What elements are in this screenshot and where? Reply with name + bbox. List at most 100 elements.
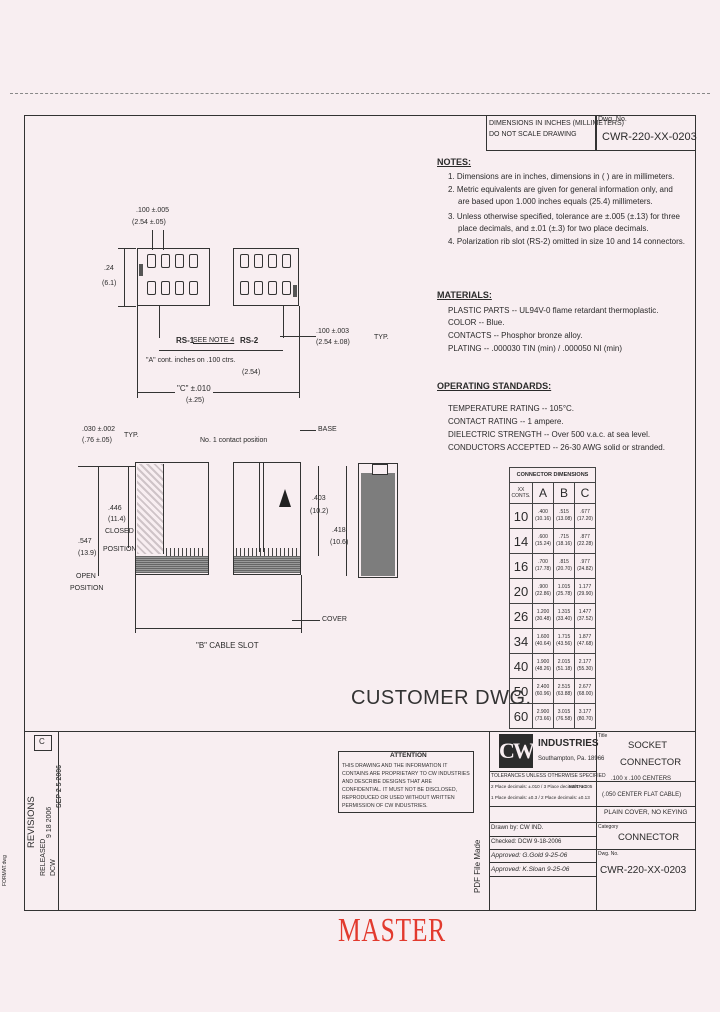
tb-row2 [489, 781, 696, 782]
contact-pin [240, 281, 249, 295]
dim-030-mm: (.76 ±.05) [82, 437, 112, 444]
note-2: 2. Metric equivalents are given for gene… [448, 185, 673, 194]
typ-label: TYP. [374, 334, 389, 341]
contact-pin [268, 254, 277, 268]
master-stamp: MASTER [338, 912, 446, 949]
dwg-no-box-top [596, 115, 696, 151]
title-line3: .100 x .100 CENTERS [611, 776, 672, 782]
contact-pin [147, 281, 156, 295]
drawing-border [24, 115, 696, 911]
table-col-a: A [532, 482, 554, 504]
table-row: 14.600 (15.24).715 (18.16).877 (22.28) [509, 528, 596, 554]
row-c: 2.177 (55.30) [574, 653, 596, 679]
rs2-slot [293, 285, 297, 297]
revision-letter: C [39, 737, 45, 746]
contact-pin [161, 254, 170, 268]
cover-hatch-left [136, 556, 208, 573]
contact-pin [161, 281, 170, 295]
released-date: 9 18 2006 [46, 806, 53, 838]
row-a: .700 (17.78) [532, 553, 554, 579]
row-b: 2.015 (51.18) [553, 653, 575, 679]
note-2b: are based upon 1.000 inches equals (25.4… [458, 197, 653, 206]
contact-pin [240, 254, 249, 268]
contact-pin [189, 254, 198, 268]
notes-heading: NOTES: [437, 157, 472, 167]
note-4: 4. Polarization rib slot (RS-2) omitted … [448, 237, 686, 246]
top-rule [10, 93, 710, 94]
pdf-note: PDF File Made [473, 839, 482, 893]
tolerance-inches: 2 Place decimals: ±.010 / 3 Place decima… [491, 784, 593, 789]
closed-label: CLOSED [105, 528, 134, 535]
row-b: 2.515 (63.88) [553, 678, 575, 704]
attention-text: THIS DRAWING AND THE INFORMATION IT CONT… [342, 763, 470, 809]
category: CONNECTOR [618, 832, 680, 843]
row-key: 40 [509, 653, 533, 679]
see-note: SEE NOTE 4 [193, 337, 235, 344]
rs2-label: RS-2 [240, 336, 259, 345]
dim-446-mm: (11.4) [108, 516, 126, 523]
end-view-hatch [361, 473, 395, 576]
side-body-left [135, 462, 209, 575]
row-key: 16 [509, 553, 533, 579]
height-ext-top [118, 248, 136, 249]
checked-by: Checked: DCW 9-18-2006 [491, 839, 562, 845]
row-a: 2.900 (73.66) [532, 703, 554, 729]
dim-418-mm: (10.6) [330, 539, 349, 546]
contact-pin [147, 254, 156, 268]
tolerances-header: TOLERANCES UNLESS OTHERWISE SPECIFIED [491, 773, 606, 779]
dim-height-mm: (6.1) [102, 280, 117, 287]
row-b: .515 (13.08) [553, 503, 575, 529]
dim-pitch2-mm: (2.54 ±.08) [316, 339, 350, 346]
approved-by: Approved: G.Gold 9-25-06 [491, 852, 568, 859]
row-c: 1.477 (37.52) [574, 603, 596, 629]
rev-col-divider [58, 731, 59, 911]
open-position-label: POSITION [70, 585, 104, 592]
tb-row8 [489, 876, 596, 877]
top-view-body-left [137, 248, 210, 306]
dim-403-line [318, 466, 319, 556]
end-view-tab [372, 464, 388, 475]
dimension-note-line1: DIMENSIONS IN INCHES (MILLIMETERS) [489, 120, 624, 127]
dim-418-line [346, 466, 347, 576]
contact1-label: No. 1 contact position [200, 437, 268, 444]
dim-547-mm: (13.9) [78, 550, 97, 557]
row-key: 20 [509, 578, 533, 604]
dimension-note-box [486, 115, 596, 151]
rs2-leader [283, 306, 284, 338]
dim-height: .24 [104, 265, 114, 272]
tb-row3 [489, 806, 696, 807]
company-name: INDUSTRIES [538, 738, 599, 749]
height-ext-bottom [118, 306, 136, 307]
title-line2: CONNECTOR [620, 757, 682, 768]
title-line4: (.050 CENTER FLAT CABLE) [602, 792, 682, 798]
title-label: Title [598, 733, 608, 739]
height-dim-line [124, 248, 125, 306]
b-ext-right [301, 575, 302, 633]
dim-b: "B" CABLE SLOT [196, 641, 259, 650]
material-1: PLASTIC PARTS -- UL94V-0 flame retardant… [448, 306, 659, 315]
dim-a-mm: (2.54) [242, 369, 261, 376]
operating-2: CONTACT RATING -- 1 ampere. [448, 417, 564, 426]
note-3b: place decimals, and ±.01 (±.3) for two p… [458, 224, 649, 233]
open-label: OPEN [76, 573, 96, 580]
rs1-label: RS-1 [176, 336, 195, 345]
a-dim-line [159, 350, 283, 351]
dim-c-mm: (±.25) [186, 397, 205, 404]
contact-pin [268, 281, 277, 295]
row-b: 1.715 (43.56) [553, 628, 575, 654]
dim-pitch2: .100 ±.003 [316, 328, 350, 335]
table-row: 20.900 (22.86)1.015 (25.78)1.177 (29.90) [509, 578, 596, 604]
row-a: .600 (15.24) [532, 528, 554, 554]
dim-403-mm: (10.2) [310, 508, 329, 515]
closed-position-label: POSITION [103, 546, 137, 553]
dim-547: .547 [78, 538, 92, 545]
pitch-ext-left [152, 230, 153, 250]
attention-title: ATTENTION [390, 752, 427, 759]
attention-box [338, 751, 474, 813]
row-a: .400 (10.16) [532, 503, 554, 529]
dwg-no-label-bottom: Dwg. No. [598, 851, 619, 857]
materials-heading: MATERIALS: [437, 290, 492, 300]
row-key: 34 [509, 628, 533, 654]
